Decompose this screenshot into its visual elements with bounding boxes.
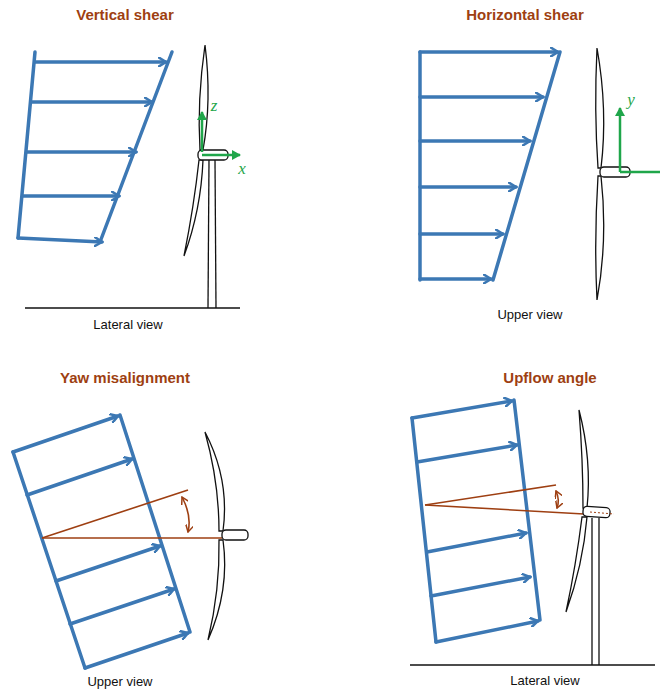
axis-label: y: [627, 91, 635, 110]
panel-title: Yaw misalignment: [60, 370, 190, 387]
view-caption: Lateral view: [510, 674, 579, 688]
view-caption: Upper view: [87, 675, 152, 689]
axis-label: z: [211, 97, 218, 116]
view-caption: Upper view: [497, 308, 562, 322]
view-caption: Lateral view: [93, 318, 162, 332]
panel-title: Upflow angle: [503, 370, 596, 387]
panel-title: Vertical shear: [76, 7, 174, 24]
panel-title: Horizontal shear: [466, 7, 584, 24]
axis-label: x: [238, 160, 246, 179]
